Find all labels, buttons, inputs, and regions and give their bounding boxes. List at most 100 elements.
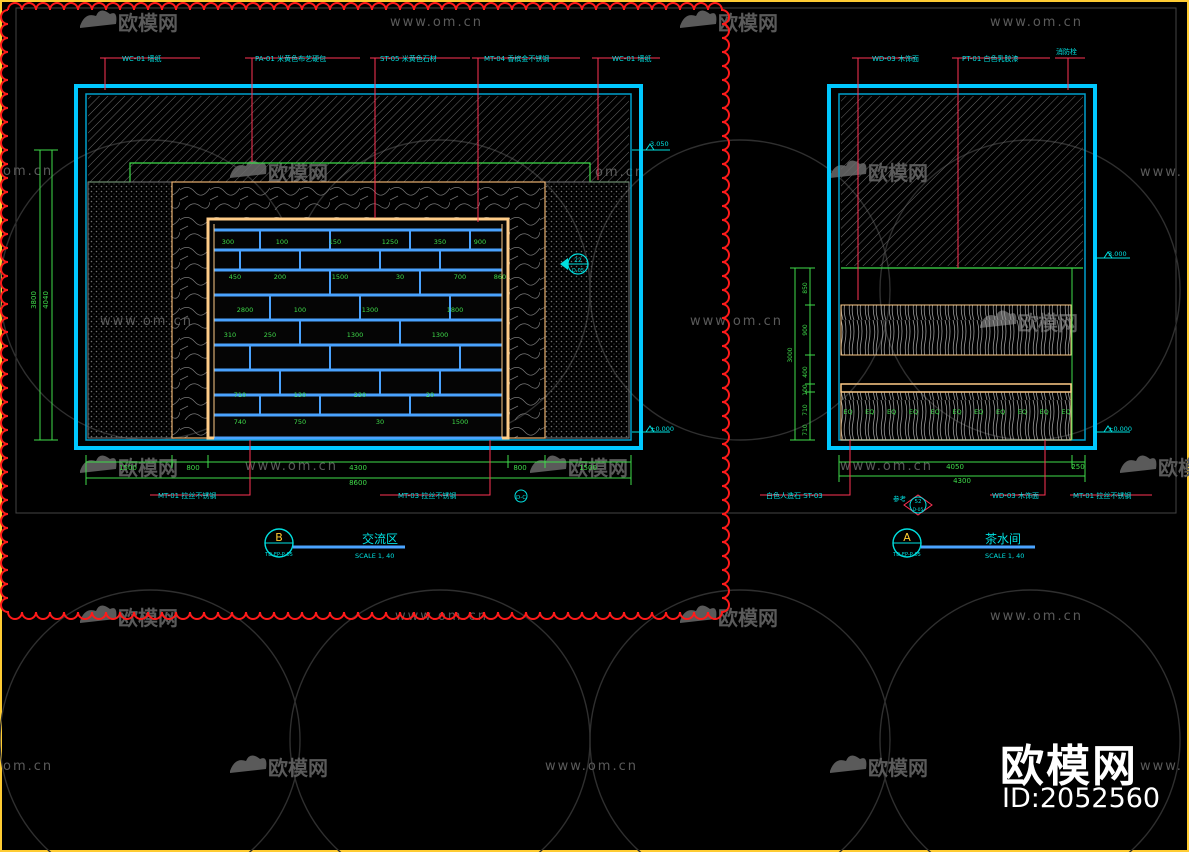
callout-wd03-top: WD-03 木饰面 xyxy=(872,54,919,63)
drawer-eq-3: EQ xyxy=(909,408,918,416)
wallpaper-left xyxy=(87,181,173,439)
watermark-arc-1 xyxy=(289,589,591,852)
callout-wd03-bottom: WD-03 木饰面 xyxy=(992,491,1039,500)
watermark-url-5: www.om.cn xyxy=(840,459,933,474)
top-leaders xyxy=(100,57,660,222)
shelf-dim-11: 860 xyxy=(494,273,506,281)
callout-st05: ST-05 米黄色石材 xyxy=(380,54,437,63)
shelf-dim-7: 200 xyxy=(274,273,286,281)
shelf-dim-17: 250 xyxy=(264,331,276,339)
watermark-url-1: www.om.cn xyxy=(390,15,483,30)
watermark-brand-0: 欧模网 xyxy=(118,11,178,35)
level-marks xyxy=(632,143,670,433)
r-dim-710b: 710 xyxy=(802,424,809,436)
watermark-url-0: www.om.cn xyxy=(990,15,1083,30)
countertop xyxy=(840,383,1072,393)
drawer-eq-5: EQ xyxy=(952,408,961,416)
watermark-sofa-icon xyxy=(1120,455,1157,473)
right-top-leaders xyxy=(852,57,1085,300)
detail-marker xyxy=(514,489,528,503)
drawer-eq-6: EQ xyxy=(974,408,983,416)
shelf-dim-6: 450 xyxy=(229,273,241,281)
shelf-dim-2: 150 xyxy=(329,238,341,246)
watermark-brand-8: 欧模网 xyxy=(1158,456,1189,480)
right-level-top: 3.000 xyxy=(1108,250,1127,258)
drawer-eq-10: EQ xyxy=(1061,408,1070,416)
dim-4300: 4300 xyxy=(349,464,367,472)
watermark-sofa-icon xyxy=(530,455,567,473)
watermark-url-8: www.om.cn xyxy=(545,759,638,774)
watermark-arc-0 xyxy=(0,589,301,852)
watermark-url-prefix-1: www. xyxy=(1140,759,1183,774)
callout-mt04: MT-04 香槟金不锈钢 xyxy=(484,54,549,63)
watermark-arc-2 xyxy=(589,589,891,852)
detail-code: 52 xyxy=(915,499,922,505)
detail-sub: D-05 xyxy=(913,507,924,513)
dim-800-right: 800 xyxy=(513,464,526,472)
watermark-sofa-icon xyxy=(680,605,717,623)
shelf-dim-14: 1300 xyxy=(362,306,379,314)
watermark-url-short-0: om.cn xyxy=(3,164,53,179)
level-zero: ±0.000 xyxy=(650,425,674,433)
lower-cabinet xyxy=(840,391,1072,441)
callout-wc01-right: WC-01 墙纸 xyxy=(612,54,651,63)
watermark-url-prefix-0: www. xyxy=(1140,165,1183,180)
right-upper-hatch xyxy=(841,96,1083,266)
drawer-eq-4: EQ xyxy=(931,408,940,416)
detail-label: 参考 xyxy=(893,494,907,503)
dim-height-b: 4040 xyxy=(42,291,50,309)
shelf-dim-8: 1500 xyxy=(332,273,349,281)
right-bottom-dims xyxy=(838,455,1086,482)
wallpaper-right xyxy=(544,181,630,439)
view-scale-a: SCALE 1, 40 xyxy=(985,552,1024,560)
r-dim-900: 900 xyxy=(802,324,809,336)
watermark-arc-3 xyxy=(879,589,1181,852)
view-ref-letter-a: A xyxy=(903,531,911,544)
drawer-eq-9: EQ xyxy=(1040,408,1049,416)
watermark-brand-6: 欧模网 xyxy=(568,456,628,480)
watermark-id: ID:2052560 xyxy=(1002,783,1161,814)
watermark-url-short-1: om.cn xyxy=(3,759,53,774)
ceiling-hatch xyxy=(88,96,629,182)
callout-pt01: PT-01 白色乳胶漆 xyxy=(962,54,1019,63)
shelf-dim-1: 100 xyxy=(276,238,288,246)
level-top: 3.050 xyxy=(650,140,669,148)
callout-hydrant: 消防栓 xyxy=(1056,47,1077,56)
shelf-dim-10: 700 xyxy=(454,273,466,281)
r-dim-710a: 710 xyxy=(802,404,809,416)
shelf-dim-18: 1300 xyxy=(347,331,364,339)
r-dim-400: 400 xyxy=(802,366,809,378)
drawer-eq-8: EQ xyxy=(1018,408,1027,416)
section-number: 22 xyxy=(574,257,582,264)
right-level-marks xyxy=(1095,251,1130,433)
view-scale-b: SCALE 1, 40 xyxy=(355,552,394,560)
section-sheet: D-05 xyxy=(572,268,584,274)
left-vertical-dims xyxy=(34,149,58,441)
watermark-sofa-icon xyxy=(80,605,117,623)
right-level-zero: ±0.000 xyxy=(1108,425,1132,433)
shelf-dim-23: 20 xyxy=(426,391,434,399)
r-dim-850: 850 xyxy=(802,282,809,294)
right-vertical-dims xyxy=(790,267,815,441)
shelf-dim-9: 30 xyxy=(396,273,404,281)
revision-cloud xyxy=(0,2,730,620)
shelf-dim-13: 100 xyxy=(294,306,306,314)
view-ref-letter-b: B xyxy=(275,531,283,544)
shelf-dim-21: 130 xyxy=(294,391,306,399)
shelf-dim-15: 1800 xyxy=(447,306,464,314)
shelf-dim-3: 1250 xyxy=(382,238,399,246)
shelf-dim-5: 900 xyxy=(474,238,486,246)
watermark-brand-7: 欧模网 xyxy=(118,456,178,480)
watermark-sofa-icon xyxy=(80,455,117,473)
watermark-brand-11: 欧模网 xyxy=(268,756,328,780)
view-ref-code-b: TD-EP-P-05 xyxy=(264,552,293,558)
shelf-dim-25: 750 xyxy=(294,418,306,426)
drawer-eq-2: EQ xyxy=(887,408,896,416)
dim-1500-right: 1500 xyxy=(579,464,597,472)
dim-800-left: 800 xyxy=(186,464,199,472)
watermark-url-4: www.om.cn xyxy=(245,459,338,474)
